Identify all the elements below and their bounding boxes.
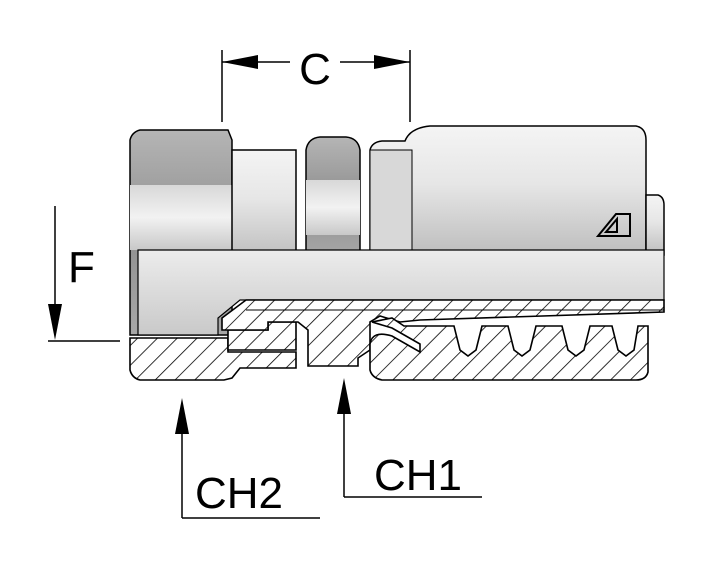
dimension-f: F	[48, 206, 120, 342]
manufacturer-logo	[595, 213, 631, 237]
rear-stub	[645, 194, 665, 256]
dimension-ch1-label: CH1	[374, 451, 462, 500]
body-hex-face	[306, 180, 360, 235]
dimension-ch1-arrow	[337, 378, 351, 414]
swivel-nut-neck	[231, 149, 297, 261]
dimension-c-label: C	[299, 45, 331, 94]
nut-section	[129, 337, 297, 381]
dimension-c-arrow-left	[222, 55, 258, 69]
dimension-ch2-label: CH2	[195, 469, 283, 518]
ferrule-sleeve	[369, 125, 647, 256]
dimension-f-label: F	[68, 243, 95, 292]
dimension-c: C	[221, 45, 411, 122]
inner-bore	[137, 249, 665, 336]
dimension-ch2: CH2	[175, 398, 320, 519]
dimension-ch2-arrow	[175, 398, 189, 434]
ferrule-section	[369, 317, 649, 381]
swivel-nut-face	[130, 185, 232, 250]
dimension-ch1: CH1	[337, 378, 482, 500]
ferrule-step	[369, 149, 413, 256]
fitting-section	[129, 299, 665, 381]
fitting-exterior	[129, 125, 665, 336]
dimension-f-arrow	[48, 304, 62, 340]
dimension-c-arrow-right	[374, 55, 410, 69]
